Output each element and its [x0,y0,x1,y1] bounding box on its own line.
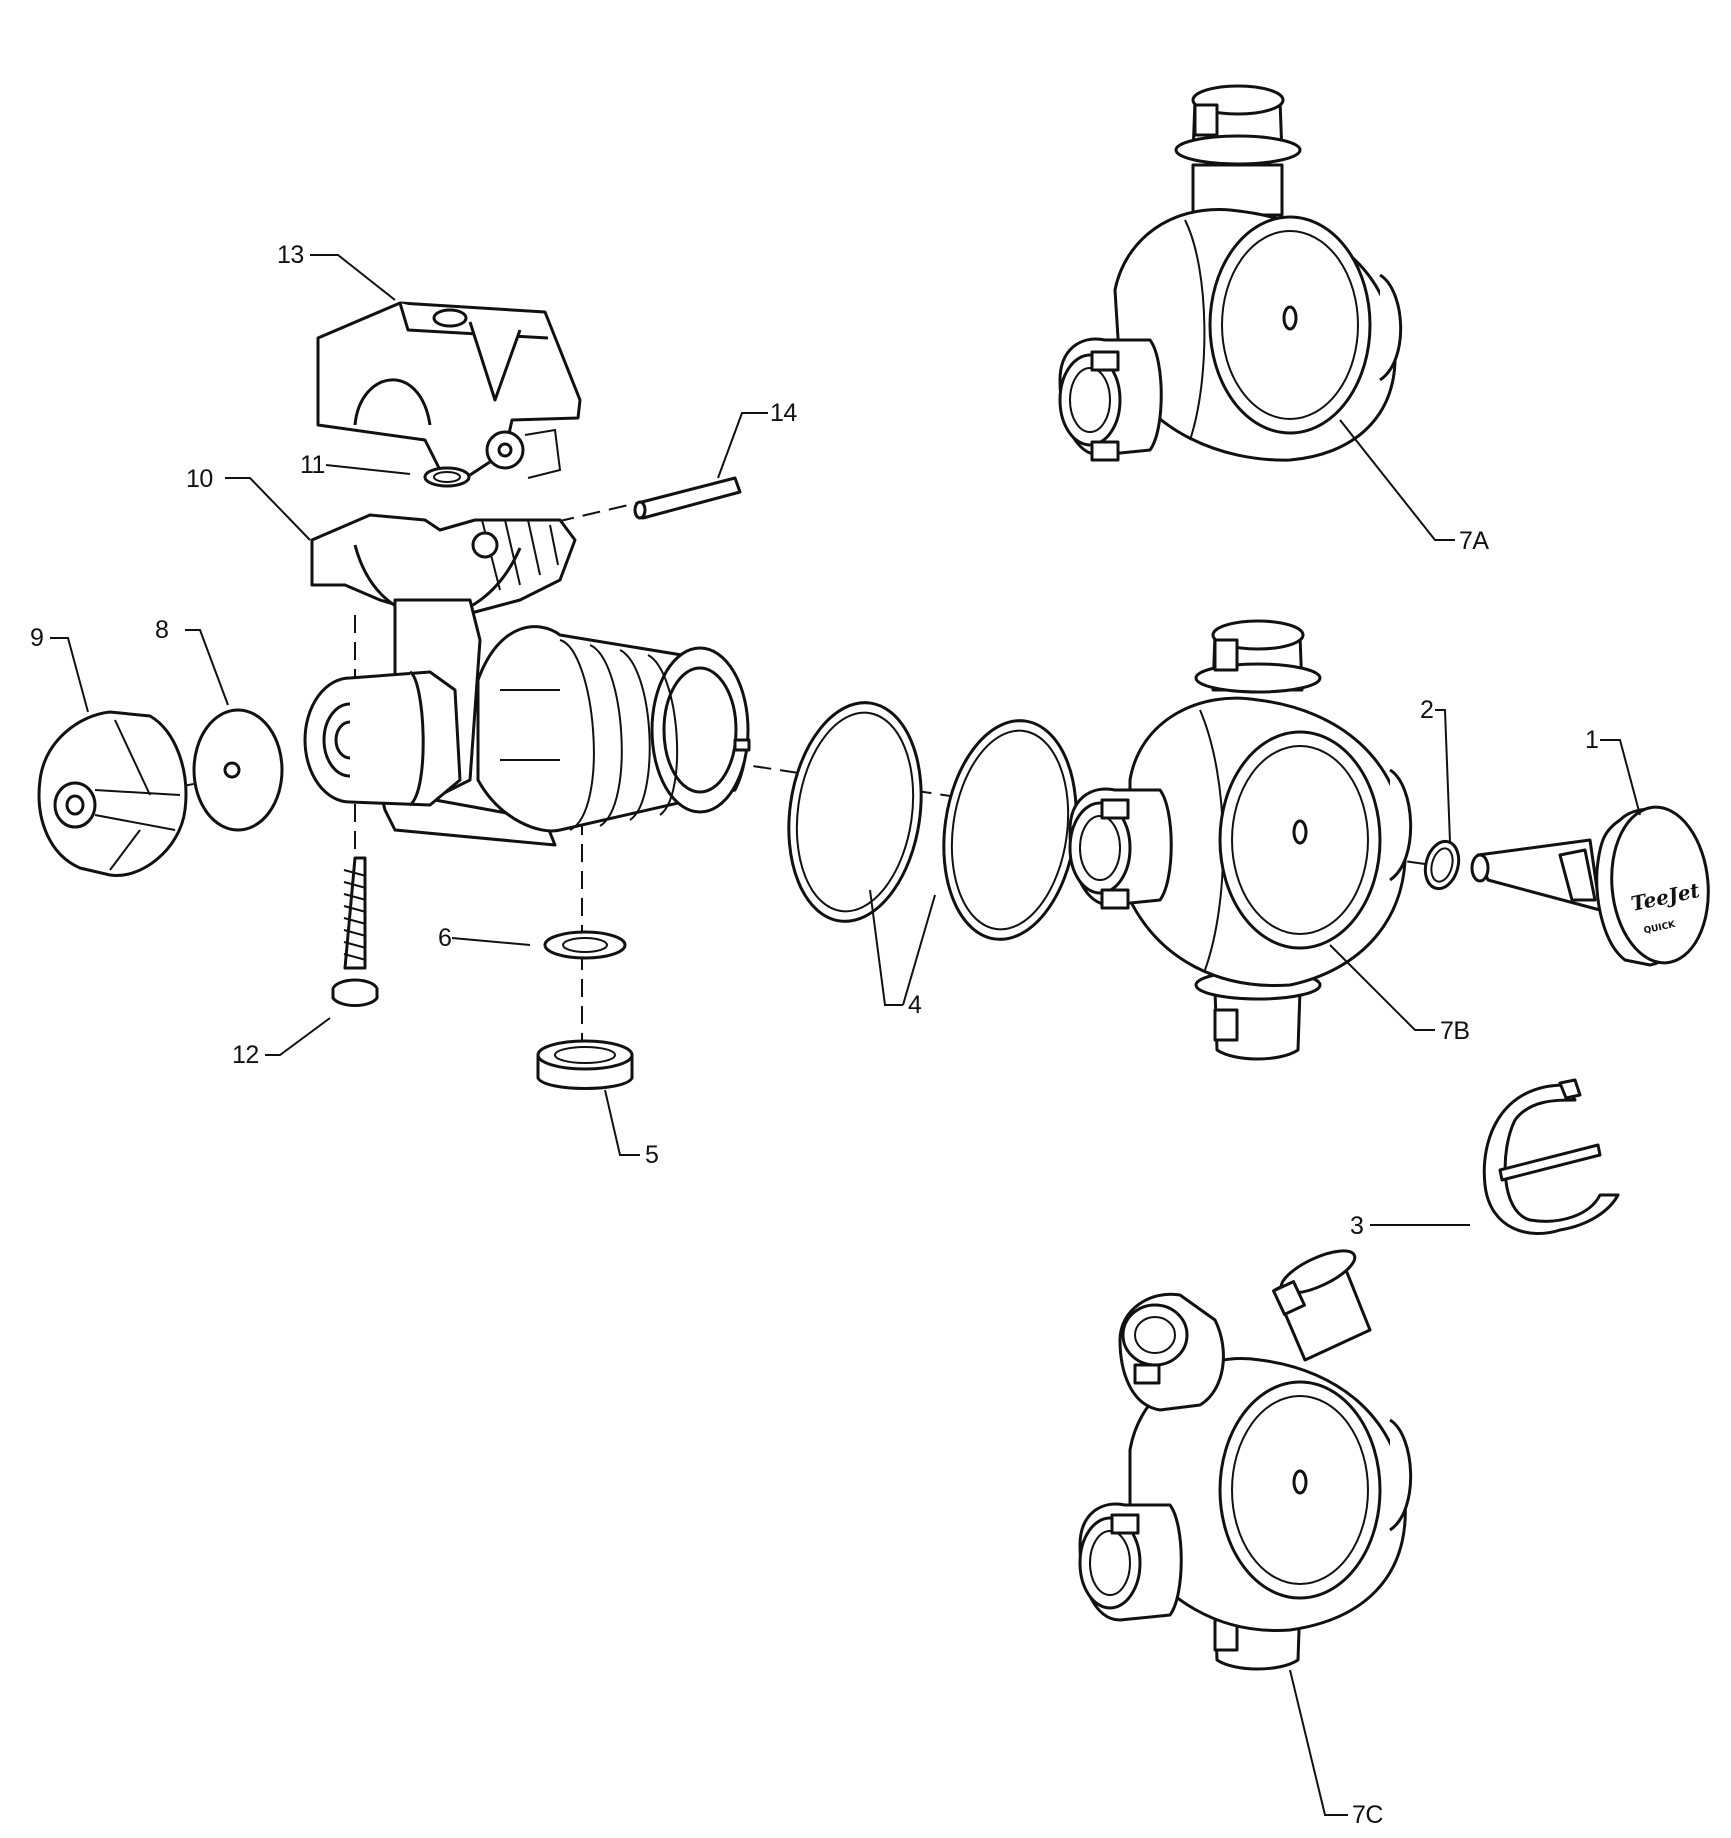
part-2-o-ring [1423,839,1461,891]
part-3-clip [1482,1078,1620,1235]
part-4-o-rings [787,701,1078,941]
main-valve-body [303,598,751,847]
callout-13: 13 [277,241,304,269]
callout-4: 4 [908,991,922,1019]
callout-1: 1 [1585,726,1598,754]
part-8-diaphragm [192,708,284,832]
callout-9: 9 [30,624,43,652]
callout-7b: 7B [1440,1017,1470,1045]
callout-7c: 7C [1352,1801,1383,1829]
part-7b-turret-4way [1068,619,1413,1061]
part-7c-turret-5way [1078,1249,1413,1671]
callout-6: 6 [438,924,451,952]
callout-10: 10 [186,465,213,493]
callout-2: 2 [1420,696,1433,724]
callout-12: 12 [232,1041,259,1069]
part-6-washer [543,930,627,960]
callout-11: 11 [300,451,325,479]
part-11-o-ring [423,466,471,488]
callout-14: 14 [770,399,797,427]
part-9-knob [37,710,188,878]
callout-5: 5 [645,1141,658,1169]
part-12-screw [331,856,379,1007]
callout-3: 3 [1350,1212,1363,1240]
part-1-cap: TeeJet QUICK [1470,805,1710,967]
callout-7a: 7A [1459,527,1489,555]
leader-lines [50,254,1641,1816]
part-14-pin [633,476,742,520]
part-7a-turret-2way [1058,84,1403,462]
callout-labels: 13 11 14 10 9 8 6 12 5 4 2 1 3 7B 7A 7C [30,241,1599,1829]
part-5-bushing [536,1039,634,1090]
part-13-clamp-top [316,301,582,479]
callout-8: 8 [155,616,168,644]
